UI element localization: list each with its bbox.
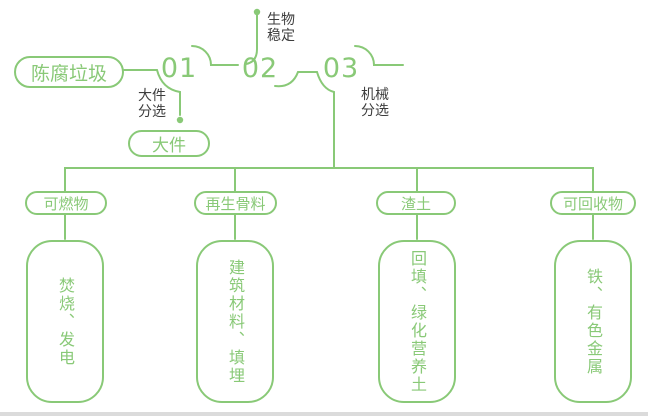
output-pill-bulky-items: 大件 [128,130,210,157]
result-box-backfill: 回填、绿化营养土 [378,240,456,403]
source-pill-aged-waste: 陈腐垃圾 [14,56,124,88]
step-number-2: 02 [241,53,279,84]
node-dot-bulky [176,116,184,124]
step-number-3: 03 [322,53,360,84]
branch-bar [64,167,594,192]
category-label: 再生骨料 [205,194,266,213]
result-box-metals: 铁、有色金属 [554,240,632,403]
page-bottom-edge [0,412,648,416]
result-text: 回填、绿化营养土 [408,249,427,394]
wire-03-to-bar [316,71,335,169]
result-box-incineration: 焚烧、发电 [26,240,104,403]
category-label: 渣土 [400,194,431,213]
bulky-output-label: 大件 [152,136,186,156]
category-label: 可燃物 [43,194,89,213]
process-label-bulky-sorting: 大件 分选 [138,88,166,120]
process-label-mechanical-sorting: 机械 分选 [361,87,389,119]
category-pill-recycled-aggregate: 再生骨料 [194,191,277,215]
result-text: 铁、有色金属 [584,267,603,376]
category-pill-slag-soil: 渣土 [376,191,456,215]
result-text: 建筑材料、填埋 [226,258,245,385]
result-box-building-material: 建筑材料、填埋 [196,240,274,403]
result-text: 焚烧、发电 [56,276,75,367]
source-label: 陈腐垃圾 [30,62,107,85]
process-label-bio-stabilization: 生物 稳定 [267,12,295,44]
category-label: 可回收物 [562,194,623,213]
node-dot-bio [253,8,261,16]
category-pill-recyclables: 可回收物 [550,191,636,215]
step-number-1: 01 [160,53,198,84]
category-pill-combustible: 可燃物 [25,191,107,215]
